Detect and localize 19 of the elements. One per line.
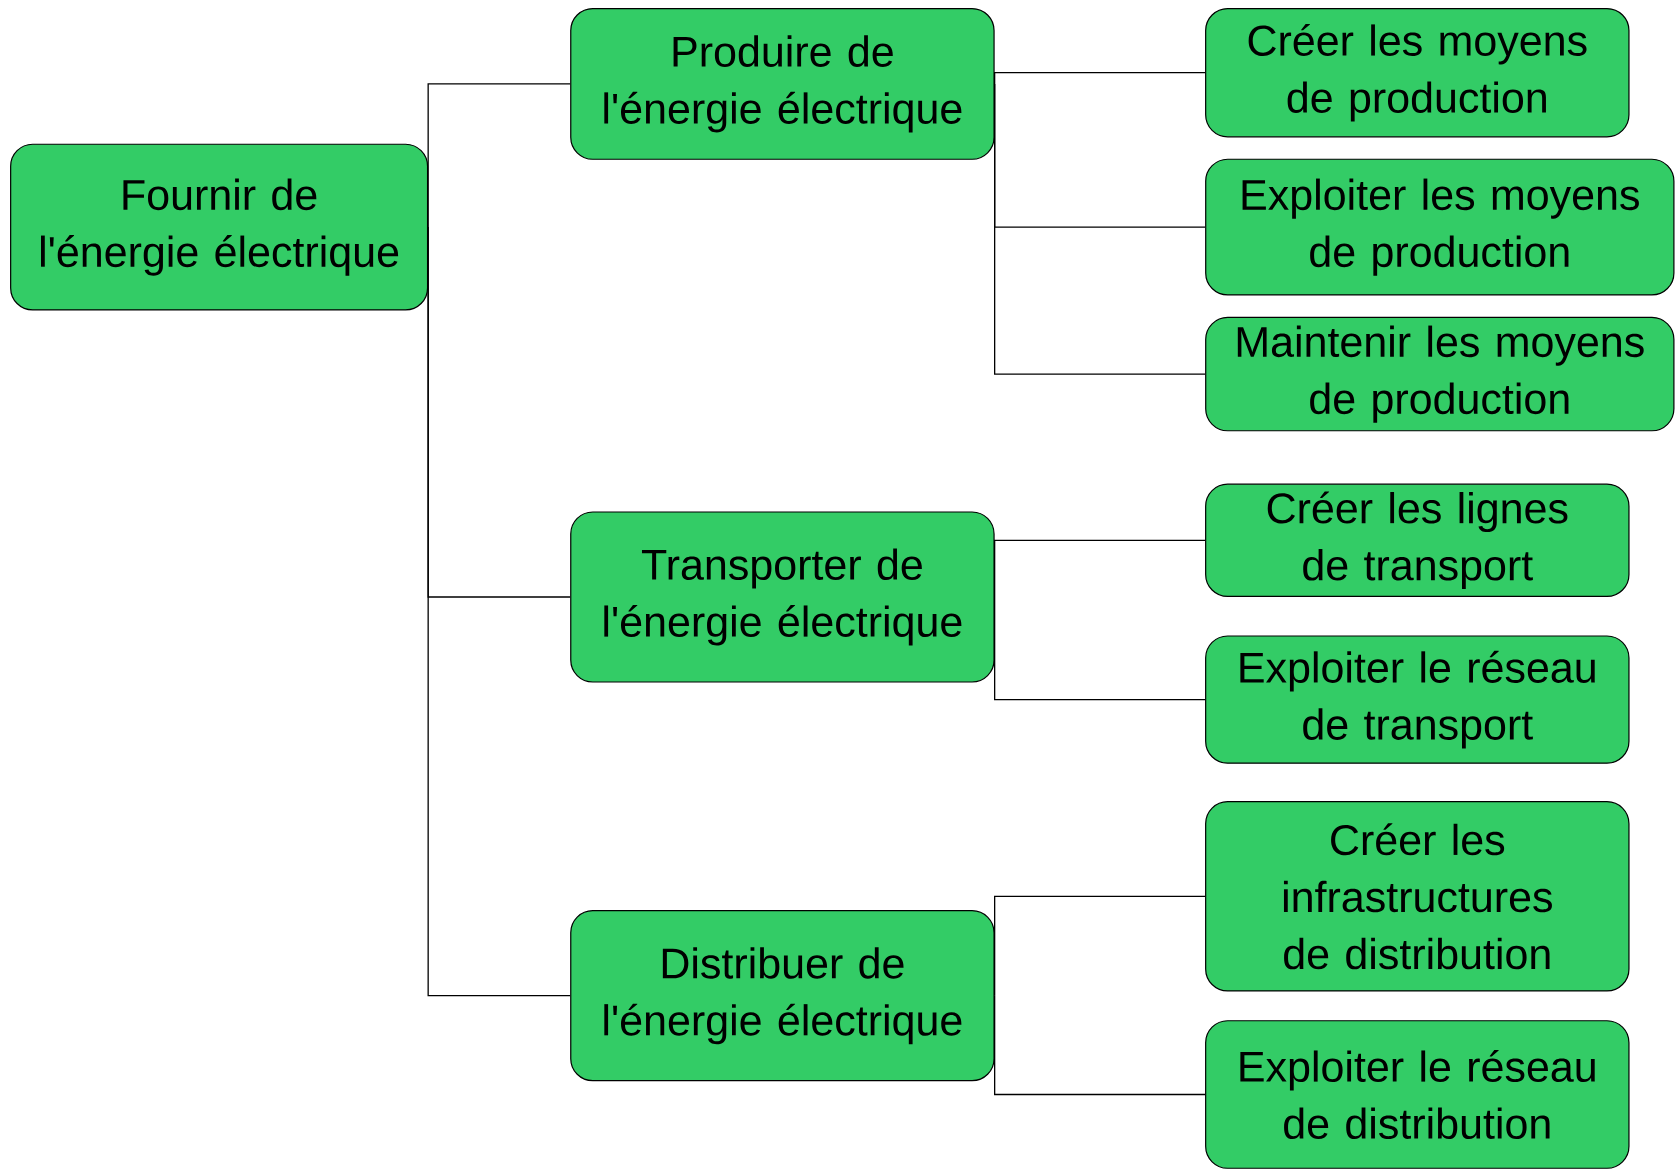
process-box: Créer les infrastructures de distribution bbox=[1205, 801, 1630, 992]
process-box: Exploiter les moyens de production bbox=[1205, 158, 1675, 296]
process-box: Maintenir les moyens de production bbox=[1205, 316, 1675, 432]
process-box: Créer les moyens de production bbox=[1205, 7, 1630, 138]
process-box: Exploiter le réseau de transport bbox=[1205, 635, 1630, 764]
process-box: Exploiter le réseau de distribution bbox=[1205, 1020, 1630, 1169]
connector-line bbox=[994, 539, 1206, 598]
connector-line bbox=[994, 995, 1206, 1096]
connector-line bbox=[994, 83, 1206, 375]
process-box: Transporter de l'énergie électrique bbox=[570, 511, 995, 683]
process-box: Produire de l'énergie électrique bbox=[570, 7, 995, 160]
connector-line bbox=[994, 895, 1206, 997]
process-box: Distribuer de l'énergie électrique bbox=[570, 910, 995, 1082]
connector-line bbox=[994, 72, 1206, 85]
connector-line bbox=[427, 83, 571, 228]
connector-line bbox=[994, 596, 1206, 701]
process-box: Fournir de l'énergie électrique bbox=[10, 143, 429, 311]
connector-line bbox=[427, 226, 571, 997]
process-box: Créer les lignes de transport bbox=[1205, 483, 1630, 597]
